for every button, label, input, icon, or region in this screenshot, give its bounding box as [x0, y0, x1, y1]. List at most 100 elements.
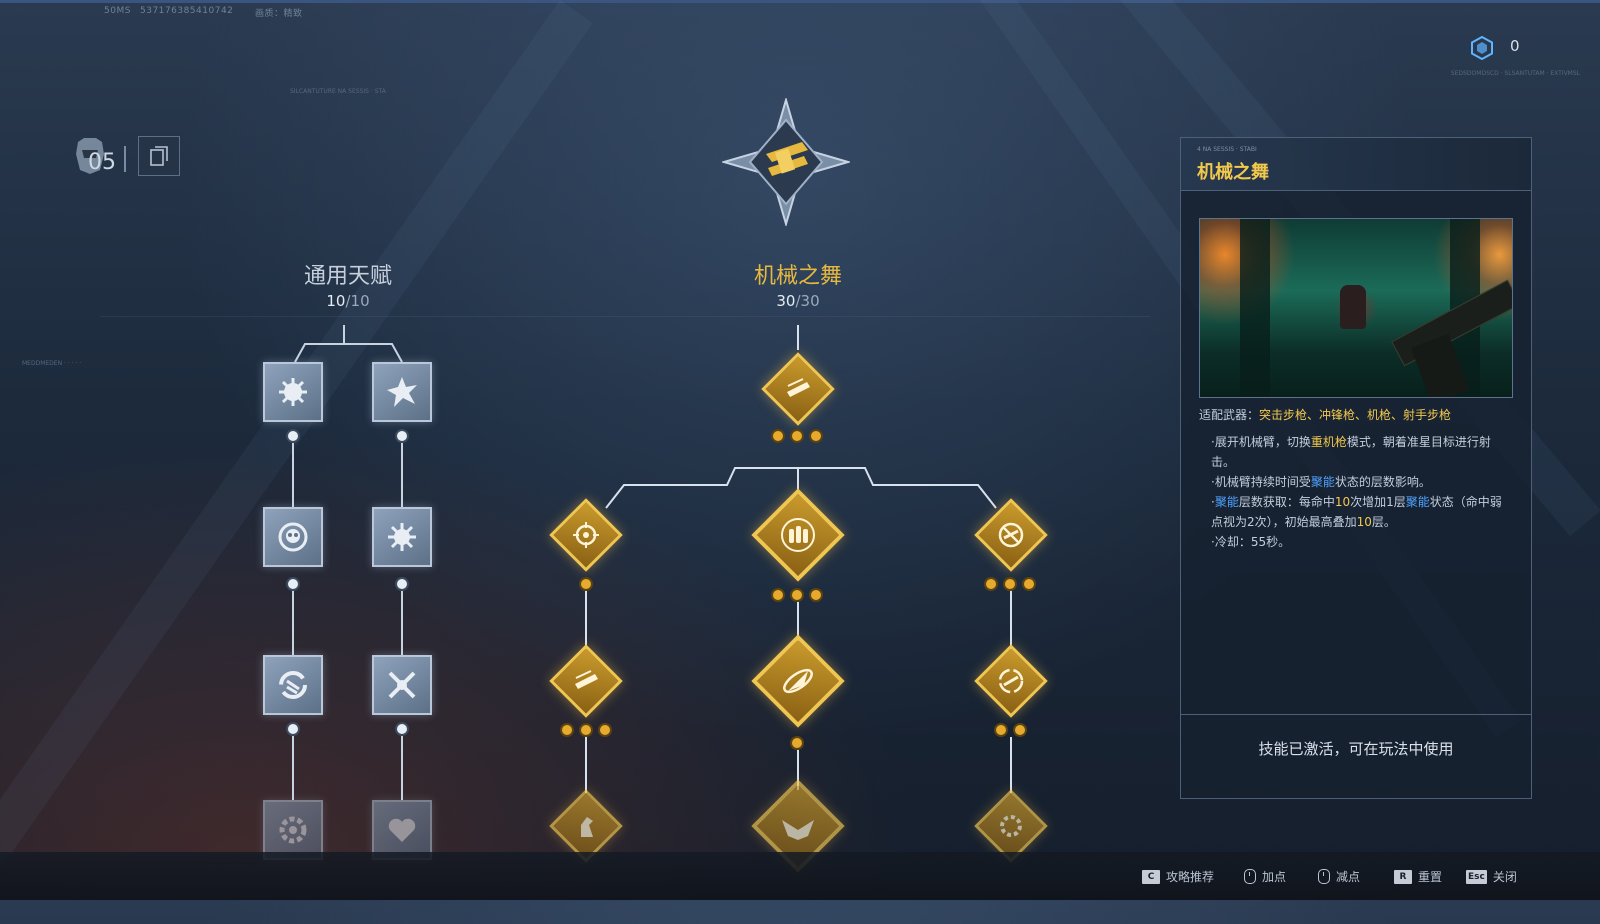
- divider: [124, 146, 126, 172]
- desc-line: ·冷却：55秒。: [1211, 535, 1291, 549]
- rank-badge: 05: [70, 136, 120, 178]
- node-level-pip: [397, 431, 407, 441]
- mech-dance-emblem-icon: [722, 98, 850, 226]
- general-talent-title: 通用天赋: [303, 264, 392, 289]
- node-level-pip: [792, 590, 802, 600]
- deco-text: SILCANTUTURE NA SESSIS · STA: [290, 88, 386, 95]
- copy-build-button[interactable]: [138, 136, 180, 176]
- key-r: R: [1394, 869, 1412, 884]
- burst-icon: [388, 523, 416, 551]
- node-level-pip: [1005, 579, 1015, 589]
- horse-icon: [581, 817, 593, 837]
- desc-line: ·展开机械臂，切换重机枪模式，朝着准星目标进行射击。: [1211, 435, 1491, 469]
- main-talent-node[interactable]: [751, 634, 845, 728]
- node-level-pip: [1024, 579, 1034, 589]
- main-talent-node[interactable]: [974, 789, 1048, 863]
- node-link: [292, 443, 294, 507]
- main-talent-node[interactable]: [549, 498, 623, 572]
- cycle-gun-icon: [998, 668, 1024, 694]
- node-level-pip: [581, 579, 591, 589]
- node-link: [585, 737, 587, 793]
- node-level-pip: [792, 738, 802, 748]
- node-level-pip: [996, 725, 1006, 735]
- deco-text: MEDDMEDEN · · · · ·: [22, 360, 82, 367]
- main-talent-title: 机械之舞: [753, 264, 842, 289]
- wing-emblem-icon: [782, 820, 814, 840]
- rank-number: 05: [88, 150, 116, 175]
- node-level-pip: [581, 725, 591, 735]
- node-link: [292, 736, 294, 800]
- skill-preview-image: [1199, 218, 1513, 398]
- desc-line: ·聚能层数获取：每命中10次增加1层聚能状态（命中弱点视为2次），初始最高叠加1…: [1211, 495, 1502, 529]
- hint-add-point[interactable]: 加点: [1244, 868, 1286, 885]
- node-level-pip: [288, 431, 298, 441]
- node-link: [1010, 737, 1012, 793]
- skill-status-text: 技能已激活，可在玩法中使用: [1258, 740, 1454, 758]
- node-link: [401, 736, 403, 800]
- node-link: [797, 602, 799, 644]
- node-level-pip: [600, 725, 610, 735]
- ping-readout: 50MS: [104, 6, 131, 16]
- node-link: [797, 750, 799, 790]
- crossed-blades-icon: [388, 671, 416, 699]
- main-talent-node[interactable]: [974, 498, 1048, 572]
- bullets-icon: [781, 518, 815, 552]
- bg-line: [100, 316, 1150, 317]
- mouse-right-icon: [1318, 869, 1330, 884]
- main-talent-node[interactable]: [974, 644, 1048, 718]
- node-link: [401, 591, 403, 655]
- compatible-weapons: 适配武器：突击步枪、冲锋枪、机枪、射手步枪: [1199, 408, 1452, 422]
- heart-shield-icon: [388, 818, 416, 842]
- node-link: [585, 591, 587, 649]
- node-level-pip: [811, 431, 821, 441]
- node-level-pip: [397, 579, 407, 589]
- skill-description: ·展开机械臂，切换重机枪模式，朝着准星目标进行射击。 ·机械臂持续时间受聚能状态…: [1199, 432, 1513, 552]
- uid-readout: 537176385410742: [140, 6, 234, 16]
- key-c: C: [1142, 869, 1160, 884]
- preview-pillar: [1240, 219, 1270, 397]
- crosshair-icon: [573, 522, 599, 548]
- skull-target-icon: [278, 522, 308, 552]
- bottom-hint-bar: [0, 852, 1600, 900]
- main-talent-node-core[interactable]: [751, 488, 845, 582]
- minigun-icon: [787, 378, 810, 397]
- node-level-pip: [792, 431, 802, 441]
- hex-currency-icon: [1471, 36, 1493, 60]
- cog-icon: [1000, 815, 1022, 837]
- general-talent-node[interactable]: [263, 800, 323, 860]
- preview-mech: [1340, 285, 1366, 329]
- main-talent-node[interactable]: [751, 779, 845, 873]
- general-talent-node[interactable]: [372, 362, 432, 422]
- top-border: [0, 0, 1600, 3]
- main-talent-node[interactable]: [549, 644, 623, 718]
- general-talent-node[interactable]: [372, 655, 432, 715]
- general-talent-node[interactable]: [263, 507, 323, 567]
- general-talent-node[interactable]: [263, 655, 323, 715]
- general-talent-points: 10/10: [326, 292, 370, 310]
- panel-title: 机械之舞: [1197, 162, 1269, 183]
- mouse-left-icon: [1244, 869, 1256, 884]
- hint-remove-point[interactable]: 减点: [1318, 868, 1360, 885]
- general-talent-node[interactable]: [263, 362, 323, 422]
- node-level-pip: [773, 590, 783, 600]
- skill-detail-panel: 4 NA SESSIS · STABI 机械之舞 适配武器：突击步枪、冲锋枪、机…: [1180, 137, 1532, 799]
- burst-icon: [279, 378, 307, 406]
- currency-value: 0: [1510, 37, 1520, 55]
- main-talent-node[interactable]: [549, 789, 623, 863]
- node-link: [401, 443, 403, 507]
- document-icon: [150, 146, 168, 166]
- panel-divider: [1181, 714, 1531, 715]
- gear-icon: [279, 816, 307, 844]
- main-talent-node-root[interactable]: [761, 352, 835, 426]
- general-talent-node[interactable]: [372, 800, 432, 860]
- node-link: [1010, 591, 1012, 649]
- quality-readout: 画质：精致: [255, 9, 303, 19]
- node-link: [292, 591, 294, 655]
- node-level-pip: [288, 724, 298, 734]
- general-talent-node[interactable]: [372, 507, 432, 567]
- deco-text: SEDSDOMDSCD · SLSANTUTAM · EXTIVMSL: [1450, 70, 1580, 77]
- key-esc: Esc: [1466, 869, 1487, 884]
